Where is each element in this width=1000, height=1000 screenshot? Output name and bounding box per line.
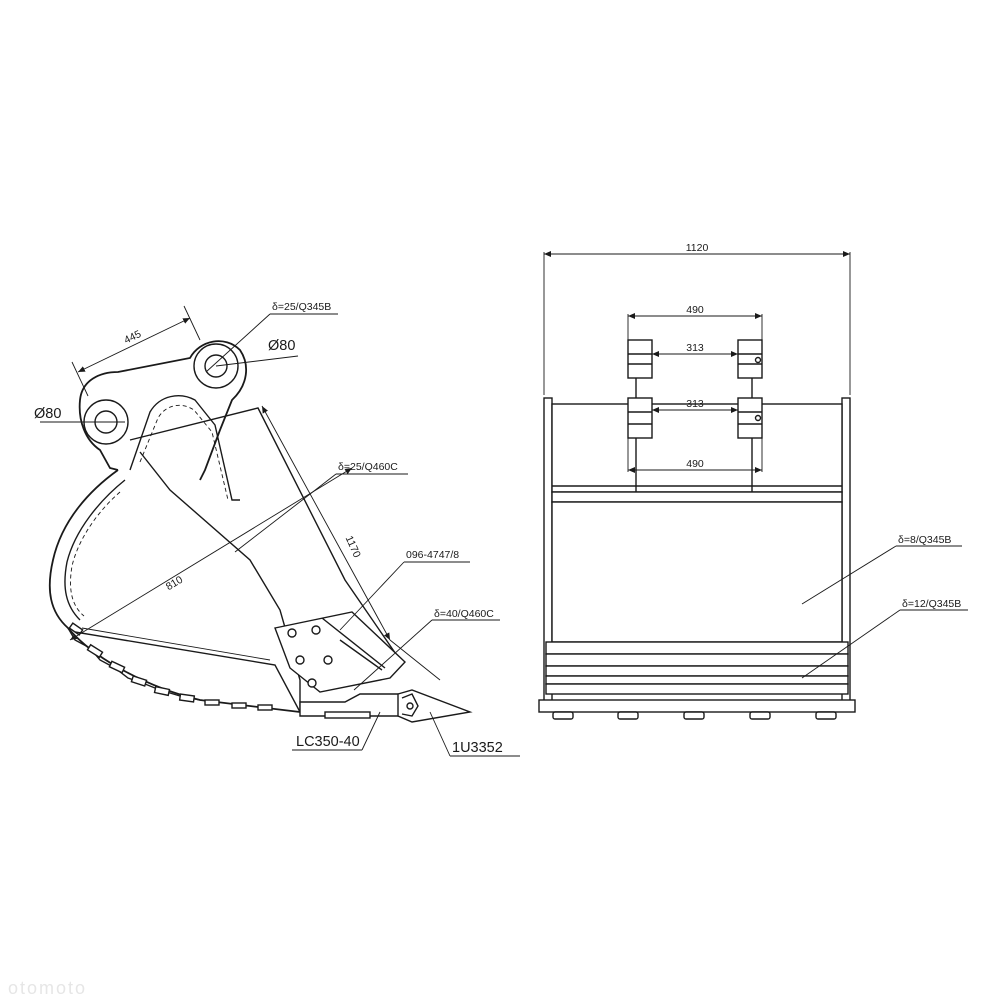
bucket-body bbox=[551, 501, 843, 643]
bracket-rib bbox=[129, 395, 240, 501]
bracket-rib-dashed bbox=[139, 404, 229, 501]
watermark-logo: otomoto bbox=[8, 978, 87, 998]
dim-313-top: 313 bbox=[652, 342, 738, 357]
bucket-shell-inner bbox=[64, 479, 126, 621]
label-plate-side: δ=25/Q460C bbox=[338, 461, 398, 473]
dim-label-810: 810 bbox=[164, 574, 185, 593]
dim-label-445: 445 bbox=[122, 328, 143, 347]
label-tooth: 1U3352 bbox=[452, 740, 503, 756]
adapter-and-tooth bbox=[299, 689, 473, 723]
bucket-floor bbox=[74, 631, 301, 713]
dim-490-top: 490 bbox=[627, 304, 763, 340]
label-plate-top: δ=25/Q345B bbox=[272, 301, 331, 313]
bottom-plate-5 bbox=[545, 683, 849, 695]
bottom-plate-1 bbox=[545, 641, 849, 655]
dim-label-313-top: 313 bbox=[686, 342, 704, 354]
front-view: 1120 bbox=[538, 242, 968, 720]
dim-445: 445 bbox=[71, 305, 201, 397]
dim-1120: 1120 bbox=[543, 242, 851, 395]
bucket-liner-dashed bbox=[70, 491, 121, 617]
bottom-plate-3 bbox=[545, 665, 849, 677]
dim-label-1120: 1120 bbox=[686, 242, 709, 254]
dim-313-bottom: 313 bbox=[652, 398, 738, 413]
bucket-floor-inner bbox=[81, 627, 271, 661]
side-view: 445 Ø80 Ø80 1170 810 bbox=[34, 301, 520, 757]
dim-label-diameter-left: Ø80 bbox=[34, 406, 61, 422]
bottom-plate-2 bbox=[545, 653, 849, 667]
label-adapter: LC350-40 bbox=[296, 734, 360, 750]
label-bottom-plate: δ=12/Q345B bbox=[902, 598, 961, 610]
label-part-number: 096-4747/8 bbox=[406, 549, 459, 561]
dim-label-1170: 1170 bbox=[343, 534, 363, 560]
side-cutter-plate bbox=[274, 611, 406, 693]
dim-label-490-top: 490 bbox=[686, 304, 704, 316]
teeth bbox=[552, 711, 837, 720]
top-beam bbox=[551, 403, 843, 493]
dim-label-490-bottom: 490 bbox=[686, 458, 704, 470]
dim-label-313-bottom: 313 bbox=[686, 398, 704, 410]
label-edge-plate: δ=40/Q460C bbox=[434, 608, 494, 620]
cutting-edge bbox=[538, 699, 856, 713]
mounting-ears bbox=[627, 339, 763, 492]
cross-beam bbox=[551, 491, 843, 503]
dim-490-bottom: 490 bbox=[627, 438, 763, 473]
dim-label-diameter-top: Ø80 bbox=[268, 338, 295, 354]
bucket-shell-outer bbox=[48, 469, 301, 713]
hinge-bracket bbox=[78, 340, 247, 481]
label-body-plate: δ=8/Q345B bbox=[898, 534, 951, 546]
wear-strips bbox=[67, 622, 273, 711]
